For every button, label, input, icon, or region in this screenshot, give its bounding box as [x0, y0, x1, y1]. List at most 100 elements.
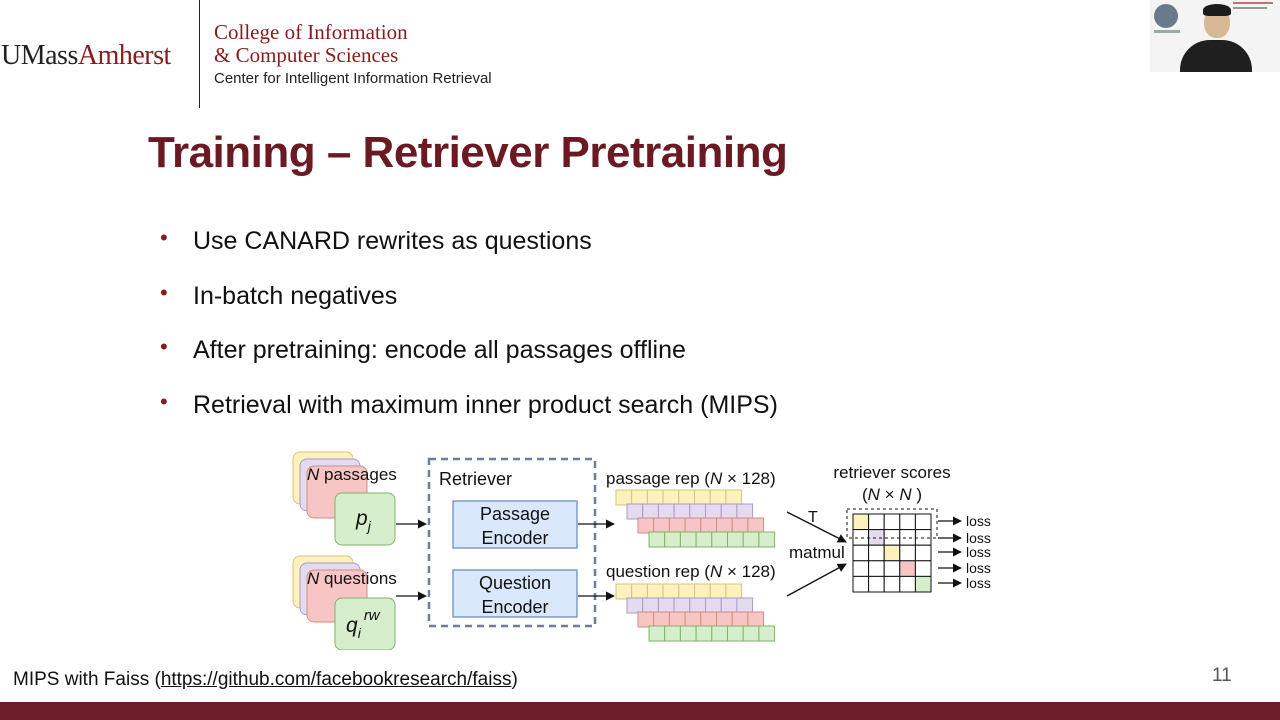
rep-cell: [709, 583, 727, 600]
rep-cell: [668, 611, 686, 628]
bullet-icon: •: [160, 225, 168, 250]
footnote: MIPS with Faiss (https://github.com/face…: [13, 669, 518, 691]
score-cell: [868, 560, 885, 577]
score-cell: [868, 513, 885, 531]
score-cell: [852, 575, 870, 593]
scores-dims-label: (N × N ): [862, 485, 922, 504]
score-cell: [899, 544, 916, 562]
speaker-hair: [1203, 4, 1231, 16]
rep-cell: [736, 597, 754, 614]
loss-label: loss: [966, 560, 991, 576]
score-cell: [899, 560, 916, 577]
score-cell: [899, 513, 916, 531]
rep-cell: [736, 503, 754, 520]
rep-cell: [731, 611, 749, 628]
header-divider: [199, 0, 200, 108]
rep-cell: [631, 489, 648, 506]
score-row-highlight: [846, 508, 938, 539]
score-cell: [899, 529, 916, 546]
rep-cell: [673, 503, 691, 520]
rep-cell: [758, 625, 776, 642]
center-name: Center for Intelligent Information Retri…: [214, 70, 492, 87]
passage-rep-stack: [615, 489, 776, 548]
rep-cell: [684, 611, 702, 628]
rep-cell: [653, 517, 670, 534]
rep-cell: [689, 597, 706, 614]
rep-cell: [637, 517, 655, 534]
rep-cell: [720, 597, 738, 614]
college-name-line1: College of Information: [214, 20, 408, 44]
footnote-prefix: MIPS with Faiss (: [13, 669, 161, 690]
rep-cell: [646, 583, 664, 600]
rep-cell: [668, 517, 686, 534]
bullet-icon: •: [160, 279, 168, 305]
rep-cell: [705, 503, 722, 520]
question-rep-label: question rep (N × 128): [606, 562, 776, 581]
rep-cell: [758, 531, 776, 548]
rep-cell: [662, 583, 680, 600]
bullet-text: In-batch negatives: [193, 281, 398, 310]
page-number: 11: [1212, 665, 1232, 686]
rep-cell: [648, 531, 666, 548]
passage-encoder: [452, 500, 578, 549]
rep-cell: [631, 583, 648, 600]
question-card: [334, 597, 396, 650]
rep-cell: [673, 597, 691, 614]
question-encoder-line2: Encoder: [481, 597, 548, 617]
arrow-passage-matmul: [786, 511, 847, 543]
rep-cell: [689, 503, 706, 520]
transpose-label: T: [808, 509, 818, 526]
bullet-list: •Use CANARD rewrites as questions • In-ba…: [160, 225, 778, 445]
bullet-item: •Use CANARD rewrites as questions: [160, 225, 778, 282]
faiss-link[interactable]: https://github.com/facebookresearch/fais…: [160, 669, 512, 690]
rep-cell: [662, 489, 680, 506]
loss-label: loss: [966, 575, 991, 591]
rep-cell: [657, 597, 675, 614]
rep-cell: [727, 531, 744, 548]
rep-cell: [711, 625, 728, 642]
bullet-icon: •: [160, 334, 168, 359]
rep-cell: [716, 517, 733, 534]
rep-cell: [664, 625, 681, 642]
rep-cell: [648, 625, 666, 642]
score-grid: [852, 513, 932, 593]
retriever-label: Retriever: [439, 469, 512, 489]
score-cell: [914, 513, 932, 531]
rep-cell: [637, 611, 655, 628]
score-cell: [883, 544, 901, 562]
passage-stack: N passages pj: [292, 451, 397, 546]
bullet-item: •After pretraining: encode all passages …: [160, 334, 778, 391]
rep-cell: [720, 503, 738, 520]
passage-encoder-line2: Encoder: [481, 528, 548, 548]
mini-logo-line: [1233, 2, 1273, 4]
rep-cell: [664, 531, 681, 548]
college-name-line2: & Computer Sciences: [214, 43, 399, 67]
score-cell: [914, 529, 932, 546]
score-cell: [852, 529, 870, 546]
rep-cell: [747, 517, 765, 534]
question-encoder-line1: Question: [479, 573, 551, 593]
speaker-body: [1180, 40, 1252, 72]
seal-caption: [1154, 30, 1180, 33]
loss-label: loss: [966, 513, 991, 529]
rep-cell: [678, 583, 695, 600]
question-stack: N questions qirw: [292, 555, 397, 650]
rep-cell: [705, 597, 722, 614]
rep-cell: [684, 517, 702, 534]
scores-label: retriever scores: [833, 463, 950, 482]
score-cell: [868, 575, 885, 593]
score-cell: [852, 513, 870, 531]
rep-cell: [626, 597, 644, 614]
rep-cell: [615, 583, 633, 600]
bullet-item: • In-batch negatives: [160, 279, 778, 337]
rep-cell: [678, 489, 695, 506]
rep-cell: [657, 503, 675, 520]
footer-bar: [0, 702, 1280, 720]
rep-cell: [725, 489, 743, 506]
rep-cell: [694, 489, 711, 506]
passage-rep-label: passage rep (N × 128): [606, 469, 776, 488]
bullet-icon: •: [160, 388, 168, 414]
rep-cell: [653, 611, 670, 628]
footnote-suffix: ): [511, 669, 518, 690]
